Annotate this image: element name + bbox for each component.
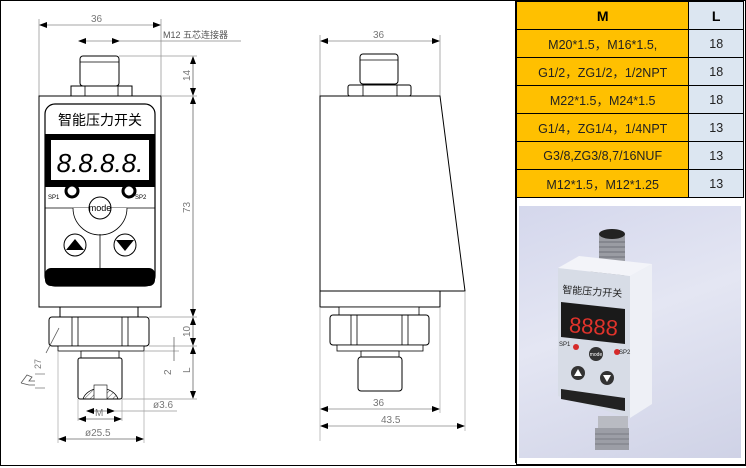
- dim-width-top: 36: [91, 14, 103, 25]
- dim-undercut: 2: [163, 369, 174, 375]
- cell-l: 13: [688, 169, 744, 198]
- cell-m: M20*1.5，M16*1.5,: [515, 29, 690, 58]
- side-dim-depth: 43.5: [381, 415, 401, 426]
- dim-body-height: 73: [182, 201, 193, 213]
- led-sp1-label: SP1: [48, 195, 60, 201]
- panel-title: 智能压力开关: [58, 112, 142, 128]
- table-row: G1/4，ZG1/4，1/4NPT 13: [515, 113, 744, 142]
- led-sp2-label: SP2: [135, 195, 147, 201]
- table-row: M22*1.5，M24*1.5 18: [515, 85, 744, 114]
- table-row: M20*1.5，M16*1.5, 18: [515, 29, 744, 58]
- down-arrow-icon: [116, 240, 134, 251]
- photo-display-digits: 8888: [568, 312, 619, 340]
- photo-sp2-label: SP2: [619, 350, 631, 356]
- wrench-icon: [20, 374, 35, 386]
- photo-panel-title: 智能压力开关: [562, 283, 623, 300]
- thread-spec-table: M L M20*1.5，M16*1.5, 18 G1/2，ZG1/2，1/2NP…: [515, 1, 744, 198]
- cell-m: G3/8,ZG3/8,7/16NUF: [515, 141, 690, 170]
- display-digits: 8.8.8.8.: [57, 148, 144, 178]
- cell-l: 18: [688, 57, 744, 86]
- cell-m: M22*1.5，M24*1.5: [515, 85, 690, 114]
- cell-m: G1/2，ZG1/2，1/2NPT: [515, 57, 690, 86]
- cell-m: M12*1.5，M12*1.25: [515, 169, 690, 198]
- dim-thread-m: M: [95, 408, 103, 419]
- dim-flange-diameter: ø25.5: [85, 428, 111, 439]
- side-dim-width-bottom: 36: [373, 398, 385, 409]
- technical-drawing: 36 M12 五芯连接器 智能压力开关 8.8.8.8. SP1 SP2 mod…: [1, 1, 517, 463]
- connector-label: M12 五芯连接器: [163, 29, 228, 40]
- photo-mode-label: mode: [590, 352, 603, 358]
- header-m: M: [515, 1, 690, 30]
- dim-connector-height: 14: [182, 69, 193, 81]
- front-view: 36 M12 五芯连接器 智能压力开关 8.8.8.8. SP1 SP2 mod…: [20, 14, 241, 443]
- product-photo: 智能压力开关 8888 SP1 SP2 mode: [519, 206, 741, 458]
- cell-l: 13: [688, 141, 744, 170]
- photo-sp1-label: SP1: [559, 342, 571, 348]
- table-row: G3/8,ZG3/8,7/16NUF 13: [515, 141, 744, 170]
- dim-thread-length: L: [182, 367, 193, 373]
- dim-hole-diameter: ø3.6: [153, 400, 173, 411]
- table-row: G1/2，ZG1/2，1/2NPT 18: [515, 57, 744, 86]
- cell-l: 18: [688, 85, 744, 114]
- dim-wrench-size: 27: [33, 359, 43, 369]
- side-dim-width-top: 36: [373, 30, 385, 41]
- table-row: M12*1.5，M12*1.25 13: [515, 169, 744, 198]
- table-header-row: M L: [515, 1, 744, 30]
- cell-m: G1/4，ZG1/4，1/4NPT: [515, 113, 690, 142]
- up-arrow-icon: [66, 239, 84, 250]
- header-l: L: [688, 1, 744, 30]
- mode-button-label: mode: [89, 203, 112, 213]
- side-view: 36 36 43.5: [319, 30, 466, 441]
- dim-hex-height: 10: [182, 325, 193, 337]
- cell-l: 18: [688, 29, 744, 58]
- cell-l: 13: [688, 113, 744, 142]
